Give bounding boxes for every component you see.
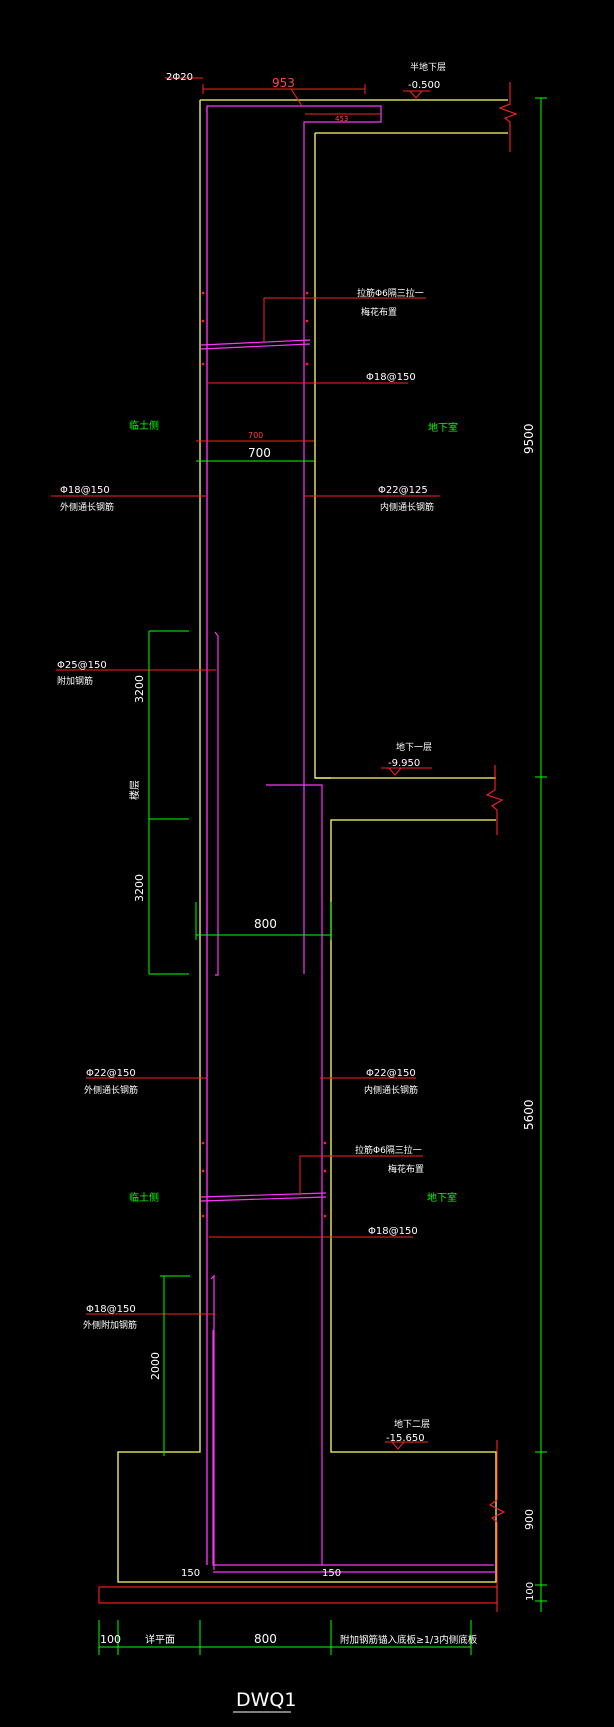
zone-soil-lower: 临土侧 [129, 1191, 159, 1204]
wall-outline [117, 99, 508, 1583]
extra-lower-line1: Φ18@150 [86, 1304, 136, 1315]
zone-basement-lower: 地下室 [427, 1191, 457, 1204]
bottom-seg3: 800 [254, 1632, 277, 1646]
extra-lower-line2: 外侧附加钢筋 [83, 1319, 137, 1331]
level-b2-name: 地下二层 [394, 1418, 430, 1430]
slab-level-label: 楼层 [128, 780, 141, 800]
extra-line1: Φ25@150 [57, 660, 107, 671]
zone-basement-upper: 地下室 [428, 421, 458, 434]
break-lines [98, 82, 518, 1612]
tie-upper-line1: 拉筋Φ6隔三拉一 [357, 287, 424, 299]
dim-wall-upper-red: 700 [248, 431, 263, 440]
drawing-title: DWQ1 [236, 1689, 296, 1711]
dimension-lines [98, 97, 547, 1713]
dim-height-1: 9500 [522, 423, 536, 454]
tie-lower-line2: 梅花布置 [388, 1163, 424, 1175]
outer-lower-line1: Φ22@150 [86, 1068, 136, 1079]
level-top-elev: -0.500 [408, 80, 440, 91]
zone-soil-upper: 临土侧 [129, 419, 159, 432]
rebar-lines [200, 105, 496, 1573]
outer-lower-line2: 外侧通长钢筋 [84, 1084, 138, 1096]
top-bar-length: 953 [272, 76, 295, 90]
level-top-name: 半地下层 [410, 61, 446, 73]
anchor-right: 150 [322, 1568, 341, 1579]
dim-height-2: 5600 [522, 1099, 536, 1130]
bottom-seg4: 附加钢筋锚入底板≥1/3内侧底板 [340, 1634, 478, 1646]
bottom-seg2: 详平面 [145, 1633, 175, 1646]
dim-ext-lower: 2000 [149, 1352, 162, 1380]
dim-height-4: 100 [525, 1582, 536, 1601]
inner-lower-line1: Φ22@150 [366, 1068, 416, 1079]
outer-upper-line2: 外侧通长钢筋 [60, 501, 114, 513]
dim-ext-upper-b: 3200 [133, 874, 146, 902]
inner-upper-line2: 内侧通长钢筋 [380, 501, 434, 513]
leader-lines [51, 77, 440, 1450]
dim-wall-upper: 700 [248, 446, 271, 460]
annotations: 2Φ20 953 453 半地下层 -0.500 拉筋Φ6隔三拉一 梅花布置 Φ… [57, 61, 536, 1711]
level-b1-elev: -9.950 [388, 758, 420, 769]
dim-wall-lower: 800 [254, 917, 277, 931]
top-bar-label: 2Φ20 [166, 72, 193, 83]
level-b1-name: 地下一层 [396, 741, 432, 753]
tie-upper-line2: 梅花布置 [361, 306, 397, 318]
tie-lower-line1: 拉筋Φ6隔三拉一 [355, 1144, 422, 1156]
inner-lower-line2: 内侧通长钢筋 [364, 1084, 418, 1096]
horiz-upper-label: Φ18@150 [366, 372, 416, 383]
extra-line2: 附加钢筋 [57, 675, 93, 687]
top-bar-inner-length: 453 [335, 115, 348, 123]
level-b2-elev: -15.650 [386, 1433, 425, 1444]
tie-dots [201, 291, 327, 1218]
bottom-seg1: 100 [100, 1633, 121, 1646]
dim-ext-upper-a: 3200 [133, 675, 146, 703]
anchor-left: 150 [181, 1568, 200, 1579]
dim-height-3: 900 [523, 1509, 536, 1530]
inner-upper-line1: Φ22@125 [378, 485, 428, 496]
outer-upper-line1: Φ18@150 [60, 485, 110, 496]
horiz-lower-label: Φ18@150 [368, 1226, 418, 1237]
